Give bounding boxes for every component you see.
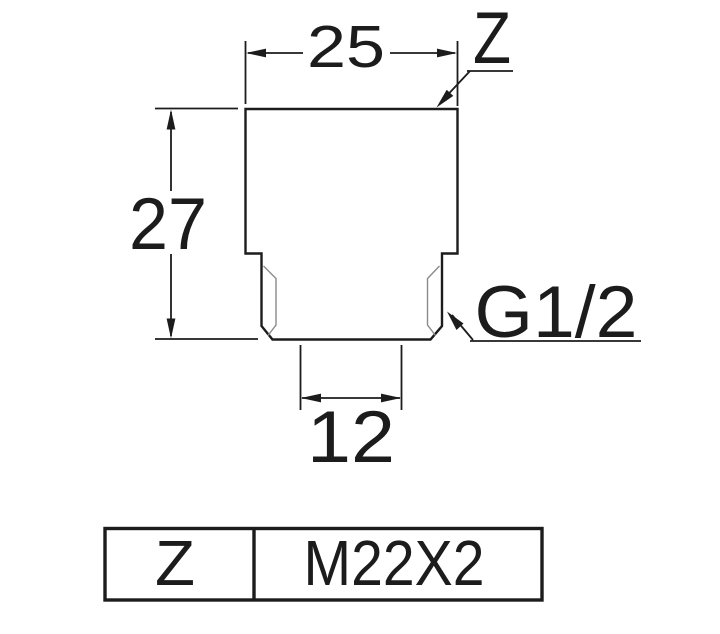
thread-callout-arrow [447,311,464,330]
dim25-value: 25 [307,14,385,80]
thread-size-label: G1/2 [475,272,638,353]
z-callout-label: Z [473,0,511,79]
dim27-arrow-down [166,318,176,339]
dim27-arrow-up [166,109,176,130]
part-outline [244,107,459,341]
dimension-height: 27 [129,107,258,340]
spec-table-key-cell: Z [155,527,195,599]
z-callout-arrow [436,89,454,108]
dim12-arrow-right [381,393,401,403]
thread-line-left [263,265,277,336]
spec-table: Z M22X2 [103,526,544,602]
thread-callout: G1/2 [447,272,641,353]
dimension-top-width: 25 [244,14,459,106]
dim25-arrow-right [437,48,457,58]
dim12-value: 12 [307,397,395,478]
dimension-bottom-width: 12 [299,345,403,478]
part-body [244,107,459,341]
dim27-value: 27 [129,184,207,265]
dim25-arrow-left [246,48,266,58]
thread-line-right [426,265,441,336]
spec-table-border [103,526,544,602]
z-callout: Z [436,0,513,108]
spec-table-value-cell: M22X2 [304,527,485,599]
dim12-arrow-left [301,393,321,403]
